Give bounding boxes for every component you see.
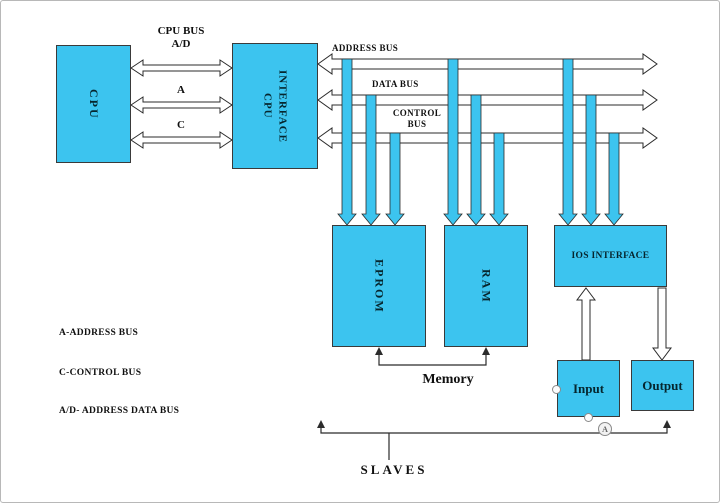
eprom-drop-address [337, 58, 357, 226]
ios-drop-control [604, 132, 624, 226]
eprom-block: EPROM [332, 225, 426, 347]
legend-address-bus: A-ADDRESS BUS [59, 328, 139, 338]
control-line-arrow [130, 131, 233, 149]
address-line-label: A [139, 84, 223, 97]
cpu-bus-label-line1: CPU BUS [157, 25, 205, 37]
control-bus-label-line1: CONTROL [392, 108, 442, 118]
memory-arrowhead-ram [482, 347, 490, 355]
address-line-letter: A [177, 84, 185, 96]
ram-block: RAM [444, 225, 528, 347]
legend-control-bus: C-CONTROL BUS [59, 368, 142, 378]
input-left-connector-dot [552, 385, 561, 394]
eprom-label: EPROM [372, 258, 387, 314]
eprom-drop-control [385, 132, 405, 226]
memory-bracket-line [378, 354, 487, 366]
cpu-bus-ad-arrow [130, 59, 233, 77]
input-to-ios-arrow [576, 287, 596, 361]
ios-drop-data [581, 94, 601, 226]
control-line-label: C [139, 119, 223, 132]
ios-drop-address [558, 58, 578, 226]
ram-drop-data [466, 94, 486, 226]
cpu-bus-label-line2: A/D [171, 38, 191, 50]
slaves-bracket-line [320, 425, 668, 460]
circled-a-meter-icon: A [598, 422, 612, 436]
slaves-arrowhead-right [663, 420, 671, 428]
ios-to-output-arrow [652, 287, 672, 361]
ram-label: RAM [479, 268, 494, 304]
ios-interface-label: IOS INTERFACE [571, 251, 650, 261]
legend-address-data-bus: A/D- ADDRESS DATA BUS [59, 406, 180, 416]
eprom-drop-data [361, 94, 381, 226]
cpu-interface-label-line1: CPU [261, 93, 274, 119]
address-line-arrow [130, 96, 233, 114]
input-bottom-connector-dot [584, 413, 593, 422]
memory-label: Memory [422, 372, 474, 387]
cpu-interface-block: CPU INTERFACE [232, 43, 318, 169]
slaves-label: SLAVES [360, 462, 428, 477]
ios-interface-block: IOS INTERFACE [554, 225, 667, 287]
data-bus-label: DATA BUS [372, 79, 419, 89]
address-bus-label: ADDRESS BUS [332, 43, 399, 53]
ram-drop-control [489, 132, 509, 226]
address-bus-arrow [317, 53, 658, 75]
cpu-block: CPU [56, 45, 131, 163]
control-line-letter: C [177, 119, 185, 131]
output-label: Output [642, 377, 683, 393]
memory-arrowhead-eprom [375, 347, 383, 355]
cpu-interface-label-line2: INTERFACE [276, 69, 289, 143]
cpu-label: CPU [87, 88, 101, 120]
input-label: Input [572, 380, 605, 396]
cpu-bus-ad-label: CPU BUS A/D [139, 25, 223, 51]
ram-drop-address [443, 58, 463, 226]
input-block: Input [557, 360, 620, 417]
slaves-arrowhead-left [317, 420, 325, 428]
output-block: Output [631, 360, 694, 411]
control-bus-label-line2: BUS [407, 118, 427, 129]
control-bus-label: CONTROL BUS [385, 108, 449, 129]
